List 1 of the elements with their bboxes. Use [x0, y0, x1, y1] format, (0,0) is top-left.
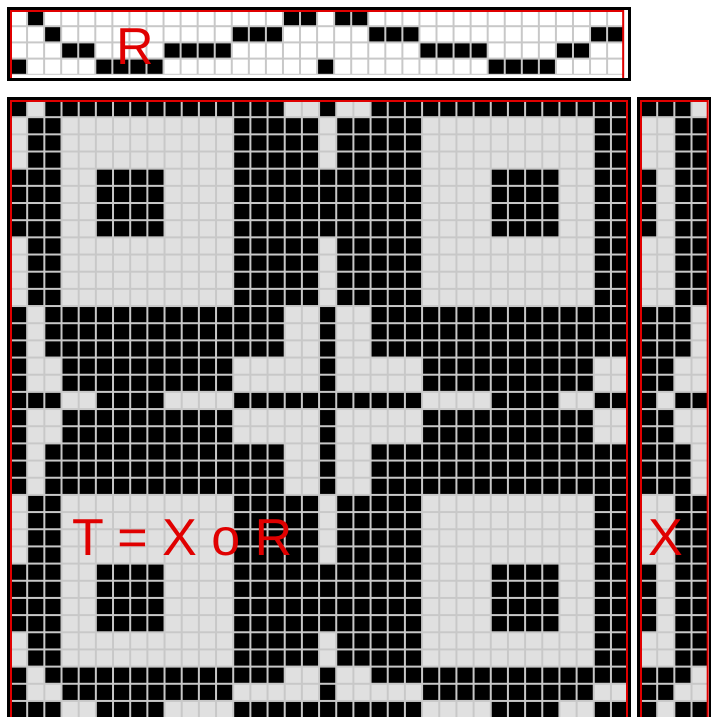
- matrix-label: X: [648, 512, 683, 564]
